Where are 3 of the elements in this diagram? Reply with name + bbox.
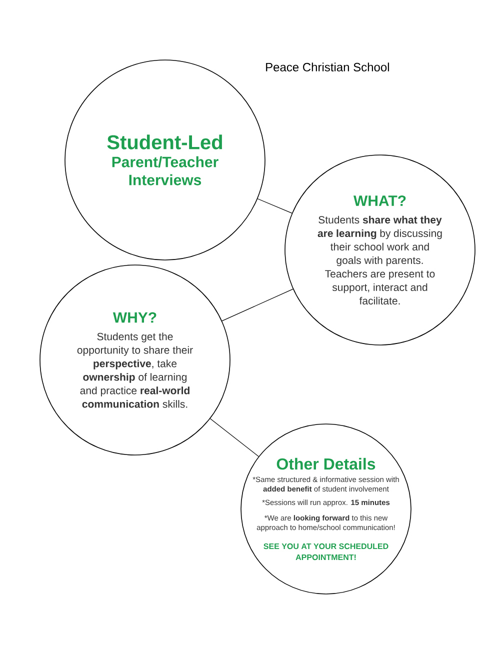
connector-line	[222, 288, 294, 322]
connector-line	[257, 198, 292, 214]
connector-line	[210, 418, 259, 457]
